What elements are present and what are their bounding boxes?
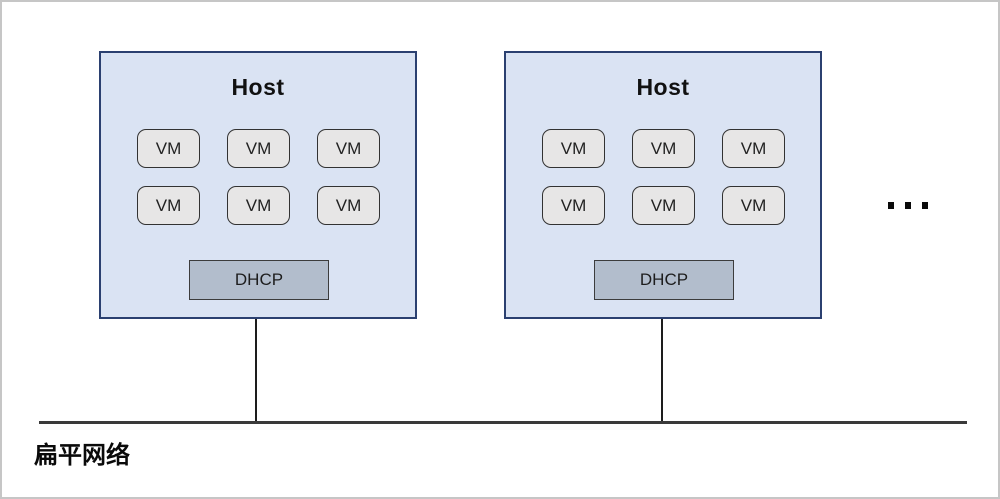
host-title: Host: [636, 74, 690, 100]
ellipsis-dot: [905, 202, 911, 209]
ellipsis-dot: [922, 202, 928, 209]
vm-box: VM: [722, 129, 785, 168]
vm-box: VM: [317, 129, 380, 168]
host2-network-connector-line: [661, 319, 663, 423]
vm-box: VM: [632, 129, 695, 168]
dhcp-box: DHCP: [594, 260, 734, 300]
ellipsis-icon: [888, 202, 928, 209]
vm-row: VM VM VM: [137, 129, 380, 168]
host-title: Host: [231, 74, 285, 100]
vm-box: VM: [137, 186, 200, 225]
vm-box: VM: [317, 186, 380, 225]
flat-network-line: [39, 421, 967, 424]
vm-box: VM: [227, 129, 290, 168]
ellipsis-dot: [888, 202, 894, 209]
vm-box: VM: [632, 186, 695, 225]
vm-box: VM: [542, 186, 605, 225]
vm-row: VM VM VM: [542, 129, 785, 168]
vm-box: VM: [227, 186, 290, 225]
host-box-2: Host VM VM VM VM VM VM DHCP: [504, 51, 822, 319]
host-box-1: Host VM VM VM VM VM VM DHCP: [99, 51, 417, 319]
host1-network-connector-line: [255, 319, 257, 423]
vm-box: VM: [542, 129, 605, 168]
vm-row: VM VM VM: [542, 186, 785, 225]
vm-box: VM: [722, 186, 785, 225]
dhcp-box: DHCP: [189, 260, 329, 300]
vm-box: VM: [137, 129, 200, 168]
flat-network-label: 扁平网络: [34, 442, 130, 469]
vm-row: VM VM VM: [137, 186, 380, 225]
